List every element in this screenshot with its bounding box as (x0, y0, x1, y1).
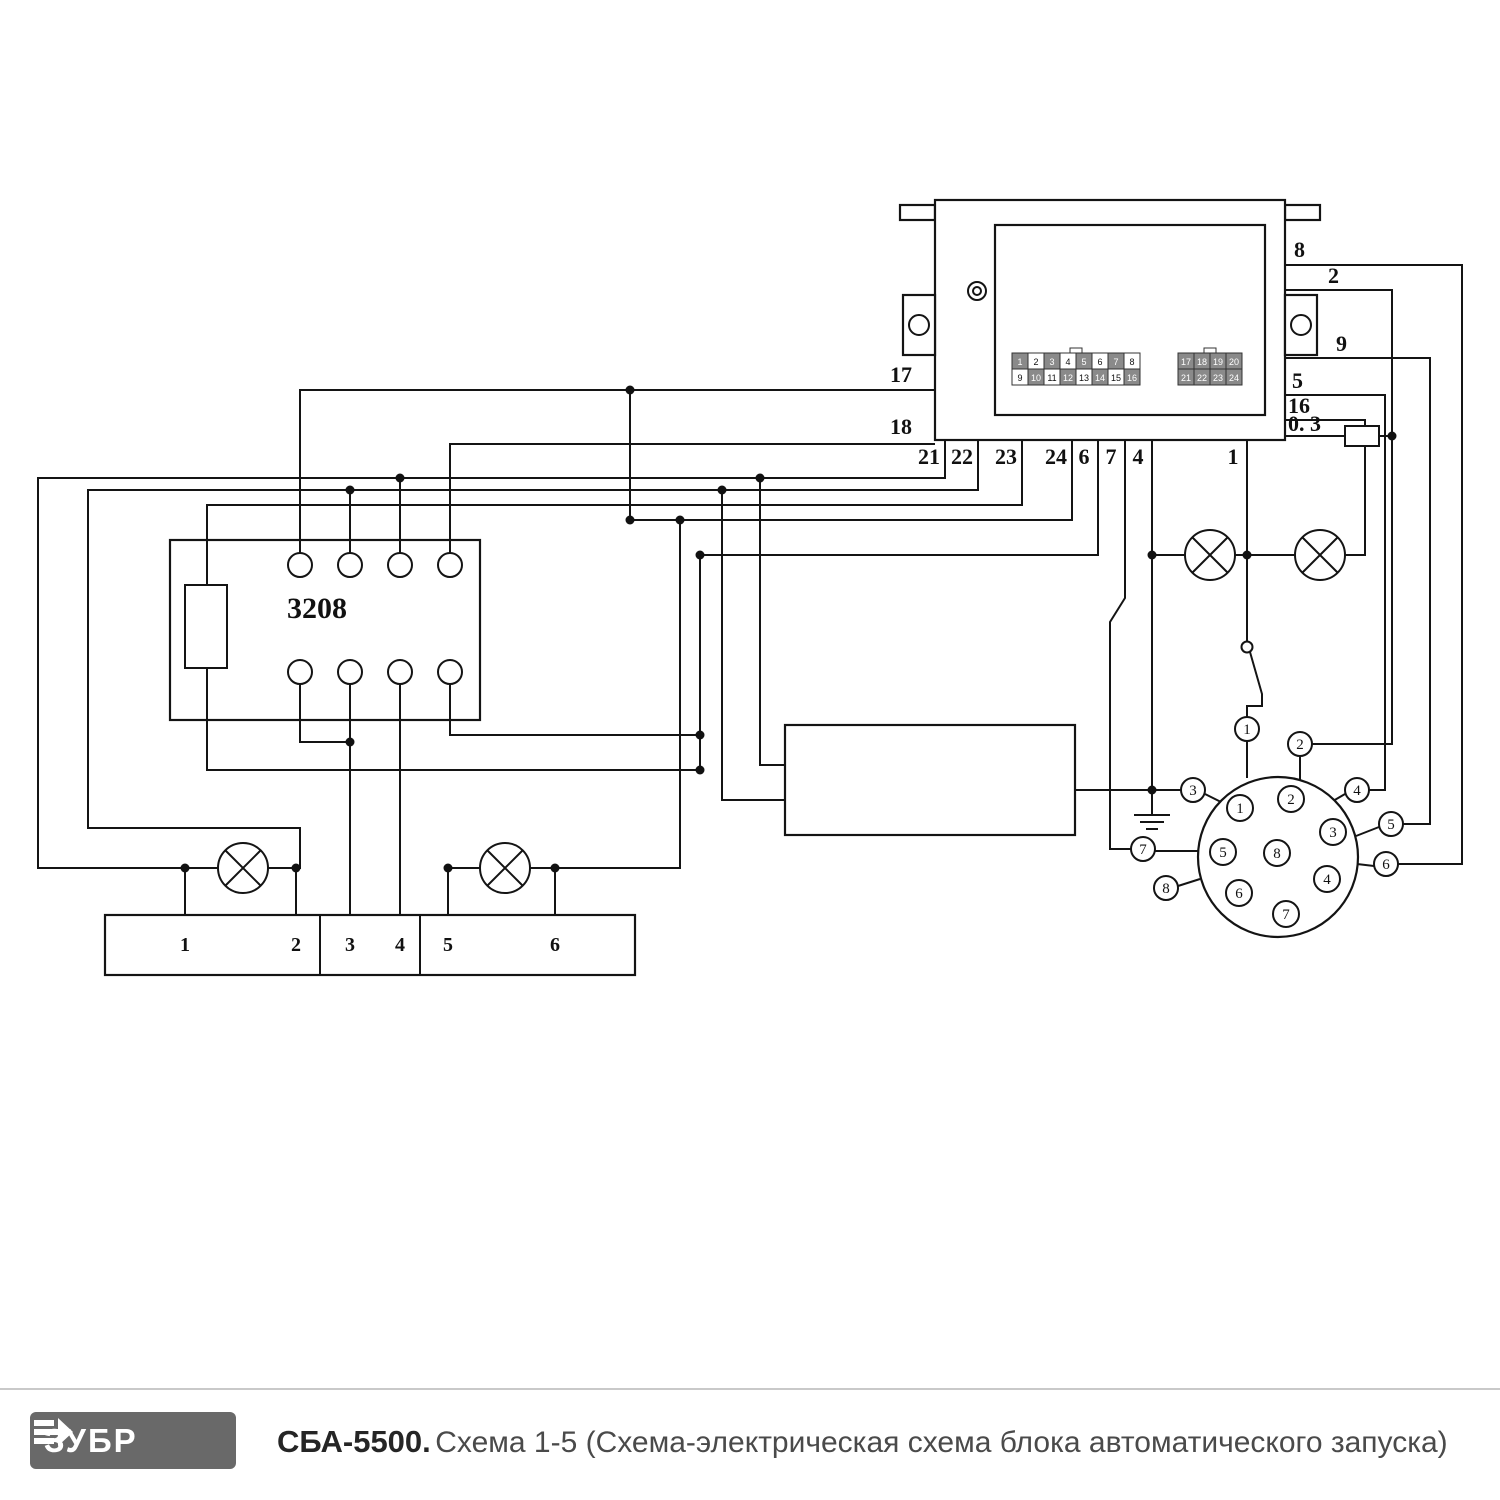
cell-label: 22 (1197, 373, 1207, 383)
pin-label: 9 (1336, 331, 1347, 356)
wire-number-label: 4 (1353, 783, 1361, 799)
cell-label: 1 (1017, 357, 1022, 367)
relay-terminals (287, 552, 463, 685)
fuse-box (1344, 425, 1380, 447)
lamp-icon (479, 842, 531, 894)
pin-label: 16 (1288, 393, 1310, 418)
connector-pin-label: 2 (1287, 792, 1295, 808)
pin-label: 18 (890, 414, 912, 439)
footer-caption: СБА-5500. Схема 1-5 (Схема-электрическая… (277, 1424, 1448, 1460)
pin-label: 23 (995, 444, 1017, 469)
pin-label: 24 (1045, 444, 1067, 469)
control-unit (898, 198, 1322, 442)
wire-number-label: 8 (1162, 881, 1170, 897)
zubr-logo: ЗУБР (30, 1412, 236, 1469)
cell-label: 11 (1047, 373, 1056, 383)
pin-label: 7 (1106, 444, 1117, 469)
cell-label: 19 (1213, 357, 1223, 367)
ground-icon (1134, 814, 1170, 830)
footer-divider (0, 1388, 1500, 1390)
cell-label: 24 (1229, 373, 1239, 383)
terminal-strip-labels: 1 2 3 4 5 6 (180, 934, 560, 956)
lamp-icon (1294, 529, 1346, 581)
cell-label: 4 (1065, 357, 1070, 367)
cell-label: 3 (1049, 357, 1054, 367)
connector-pin-label: 8 (1273, 846, 1281, 862)
wires (37, 264, 1463, 915)
pin-label: 0. 3 (1288, 411, 1321, 436)
terminal-label: 3 (345, 934, 355, 956)
cell-label: 8 (1129, 357, 1134, 367)
cell-label: 21 (1181, 373, 1191, 383)
cell-label: 20 (1229, 357, 1239, 367)
cell-label: 16 (1127, 373, 1137, 383)
wire-number-label: 1 (1243, 722, 1251, 738)
cell-label: 23 (1213, 373, 1223, 383)
cell-label: 7 (1113, 357, 1118, 367)
pin-label: 6 (1079, 444, 1090, 469)
cell-label: 6 (1097, 357, 1102, 367)
model-number: СБА-5500. (277, 1424, 431, 1459)
round-connector: 1 2 3 5 8 6 4 7 1 2 3 4 5 6 7 8 (1130, 716, 1404, 939)
junction-dots (180, 385, 1397, 873)
connector-pin-label: 6 (1235, 886, 1243, 902)
connector-pin-label: 5 (1219, 845, 1227, 861)
lamp-icon (217, 842, 269, 894)
cell-label: 2 (1033, 357, 1038, 367)
relay-label: 3208 (287, 592, 347, 625)
pin-label: 2 (1328, 263, 1339, 288)
connector-block-b: 17 18 19 20 21 22 23 24 (1177, 347, 1243, 386)
pin-label: 17 (890, 362, 912, 387)
connector-pin-label: 7 (1282, 907, 1290, 923)
cell-label: 17 (1181, 357, 1191, 367)
switch-blade (1246, 651, 1263, 717)
terminal-label: 6 (550, 934, 560, 956)
terminal-label: 4 (395, 934, 405, 956)
relay-coil (184, 584, 228, 669)
pin-label: 22 (951, 444, 973, 469)
connector-pin-label: 4 (1323, 872, 1331, 888)
cell-label: 14 (1095, 373, 1105, 383)
wire-number-label: 3 (1189, 783, 1197, 799)
cell-label: 15 (1111, 373, 1121, 383)
wire-number-label: 6 (1382, 857, 1390, 873)
switch-icon (1240, 640, 1254, 654)
terminal-label: 1 (180, 934, 190, 956)
pin-labels: 17 18 8 2 9 5 16 0. 3 21 22 23 24 6 7 4 … (890, 237, 1347, 469)
wire-number-label: 7 (1139, 842, 1147, 858)
pin-label: 1 (1228, 444, 1239, 469)
cell-label: 18 (1197, 357, 1207, 367)
connector-block-a: 1 2 3 4 5 6 7 8 9 10 11 12 13 14 15 16 (1011, 347, 1141, 386)
connector-pin-label: 1 (1236, 801, 1244, 817)
caption-text: Схема 1-5 (Схема-электрическая схема бло… (435, 1426, 1448, 1459)
connector-pin-label: 3 (1329, 825, 1337, 841)
pcb (993, 223, 1267, 417)
wire-number-label: 2 (1296, 737, 1304, 753)
lamp-icon (1184, 529, 1236, 581)
pin-label: 8 (1294, 237, 1305, 262)
pin-label: 5 (1292, 368, 1303, 393)
relay-box (168, 538, 482, 722)
cell-label: 5 (1081, 357, 1086, 367)
zubr-logo-icon (34, 1418, 73, 1446)
terminal-label: 2 (291, 934, 301, 956)
cell-label: 13 (1079, 373, 1089, 383)
pin-label: 21 (918, 444, 940, 469)
pin-label: 4 (1133, 444, 1144, 469)
cell-label: 12 (1063, 373, 1073, 383)
cell-label: 10 (1031, 373, 1041, 383)
wire-number-label: 5 (1387, 817, 1395, 833)
module-box (783, 723, 1077, 837)
terminal-strip (103, 913, 637, 977)
cell-label: 9 (1017, 373, 1022, 383)
terminal-label: 5 (443, 934, 453, 956)
